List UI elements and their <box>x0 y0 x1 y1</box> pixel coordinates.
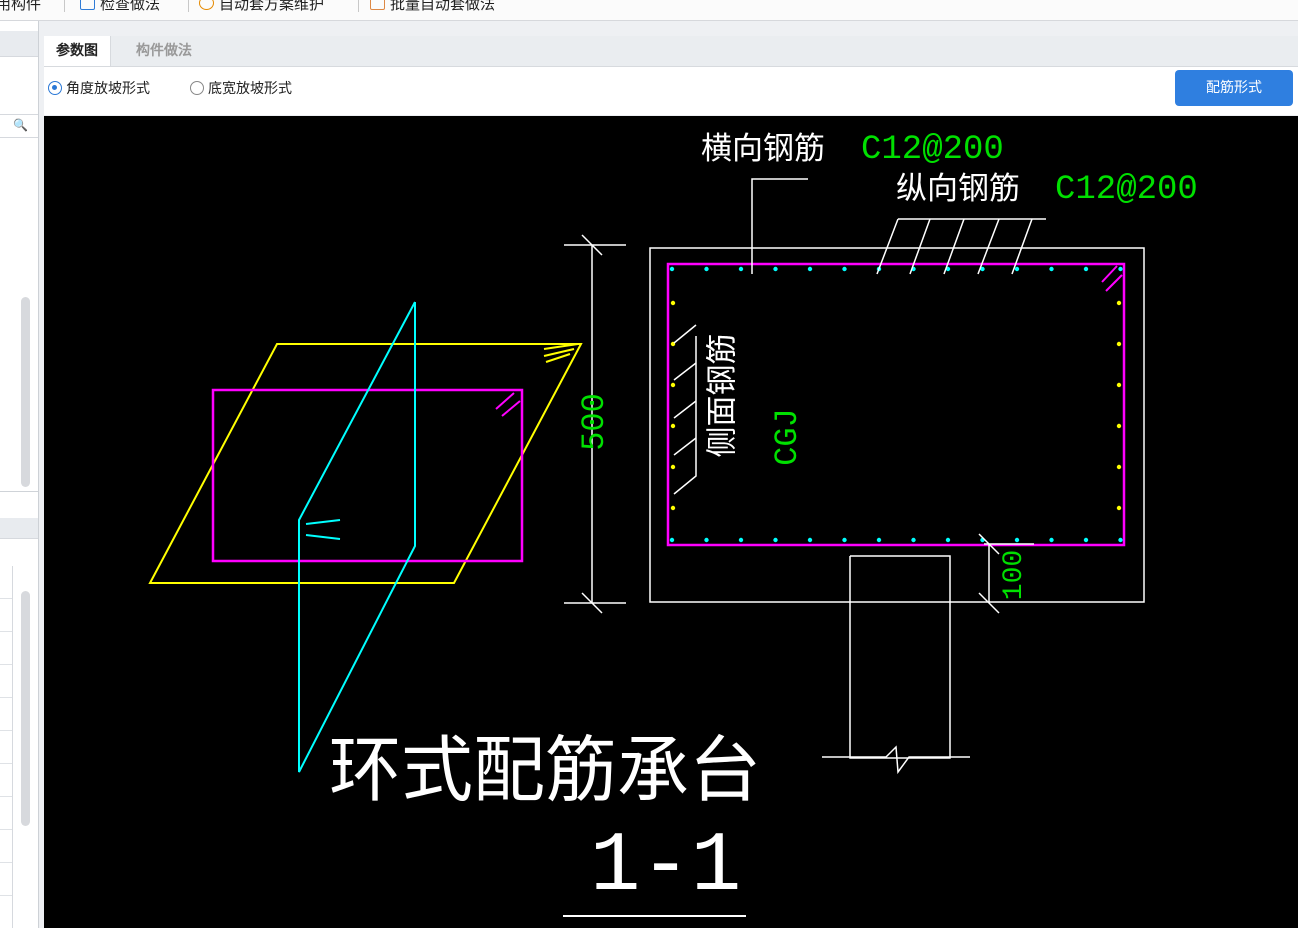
rebar-dot <box>773 537 778 543</box>
rebar-dot <box>670 300 676 306</box>
gear-icon <box>199 0 214 10</box>
toolbar-separator <box>64 0 65 12</box>
rebar-dot <box>876 537 882 543</box>
horizontal-rebar-value: C12@200 <box>861 131 1004 169</box>
rebar-dot <box>1049 266 1054 272</box>
longitudinal-rebar-value: C12@200 <box>1055 171 1198 209</box>
slope-hatch <box>543 343 579 363</box>
rebar-dot <box>807 537 813 543</box>
toolbar-item-component[interactable]: 用构件 <box>0 0 41 14</box>
rebar-dot <box>842 537 847 543</box>
rebar-dot <box>1116 464 1122 470</box>
slope-outline <box>148 343 583 584</box>
section-tick <box>305 519 341 540</box>
toolbar-item-label: 批量自动套做法 <box>390 0 496 13</box>
leader-lines <box>673 178 1046 495</box>
left-panel-header-2 <box>0 518 38 539</box>
radio-selected-icon[interactable] <box>48 81 62 95</box>
rebar-dot <box>738 266 744 272</box>
radio-unselected-icon[interactable] <box>190 81 204 95</box>
ring-hook <box>495 392 521 417</box>
rebar-dot <box>738 537 744 543</box>
toolbar: 用构件 检查做法 自动套方案维护 批量自动套做法 <box>0 0 1298 21</box>
rebar-dot <box>1116 300 1122 306</box>
side-rebar-value: CGJ <box>768 408 806 466</box>
dimension-height: 500 <box>575 393 613 451</box>
rebar-dot <box>669 537 675 543</box>
left-panel-header <box>0 31 38 57</box>
left-panel-scrollbar[interactable] <box>21 297 30 487</box>
break-line <box>822 745 970 775</box>
toolbar-separator <box>358 0 359 12</box>
check-icon <box>80 0 95 10</box>
toolbar-separator <box>188 0 189 12</box>
rebar-dot <box>807 266 813 272</box>
tab-bar: 参数图 构件做法 <box>44 36 1298 67</box>
rebar-dot <box>670 382 676 388</box>
cap-outline <box>649 247 1145 603</box>
rebar-dot <box>842 266 847 272</box>
section-plane <box>298 301 416 773</box>
rebar-dot <box>669 266 675 272</box>
rebar-dot <box>1014 266 1020 272</box>
toolbar-item-label: 用构件 <box>0 0 42 13</box>
rebar-dot <box>670 423 676 429</box>
rebar-dot <box>945 537 951 543</box>
rebar-dot <box>1049 537 1054 543</box>
rebar-dot <box>1116 341 1122 347</box>
rebar-dot <box>1116 423 1122 429</box>
left-panel-grid <box>0 566 13 928</box>
side-rebar-label: 侧面钢筋 <box>704 333 741 458</box>
pile-outline <box>849 555 951 759</box>
batch-auto-method-button[interactable]: 批量自动套做法 <box>370 0 495 14</box>
ring-rebar-3d <box>211 388 524 563</box>
longitudinal-rebar-label: 纵向钢筋 <box>896 171 1020 207</box>
left-panel: 🔍 <box>0 21 39 928</box>
radio-label: 角度放坡形式 <box>66 81 150 97</box>
option-bar: 角度放坡形式 底宽放坡形式 配筋形式 <box>44 67 1298 115</box>
rebar-dot <box>911 537 916 543</box>
rebar-dot <box>1083 266 1089 272</box>
rebar-dot <box>670 505 676 511</box>
drawing-svg <box>148 178 1145 917</box>
rebar-dot <box>1118 266 1123 272</box>
rebar-form-button[interactable]: 配筋形式 <box>1175 70 1293 106</box>
left-panel-divider <box>0 491 38 492</box>
drawing-canvas: 横向钢筋 C12@200 纵向钢筋 C12@200 侧面钢筋 CGJ 500 1… <box>44 116 1298 928</box>
rebar-dot <box>1116 505 1122 511</box>
auto-scheme-button[interactable]: 自动套方案维护 <box>199 0 324 14</box>
rebar-dot <box>704 266 709 272</box>
radio-bottom-width-slope[interactable]: 底宽放坡形式 <box>190 79 292 97</box>
horizontal-rebar-label: 横向钢筋 <box>701 131 825 167</box>
rebar-dot <box>704 537 709 543</box>
rebar-dot <box>670 464 676 470</box>
section-hook <box>1101 265 1123 292</box>
rebar-dot <box>773 266 778 272</box>
tab-component-method[interactable]: 构件做法 <box>136 43 192 59</box>
tab-param-diagram[interactable]: 参数图 <box>44 36 111 66</box>
radio-label: 底宽放坡形式 <box>208 81 292 97</box>
toolbar-item-label: 自动套方案维护 <box>219 0 325 13</box>
toolbar-item-label: 检查做法 <box>100 0 161 13</box>
left-panel-search[interactable]: 🔍 <box>0 114 38 138</box>
drawing-title: 环式配筋承台 <box>329 728 762 812</box>
rebar-dot <box>1014 537 1020 543</box>
left-panel-scrollbar-2[interactable] <box>21 591 30 826</box>
dimension-embed: 100 <box>999 549 1031 601</box>
search-icon[interactable]: 🔍 <box>13 118 28 132</box>
radio-angle-slope[interactable]: 角度放坡形式 <box>48 79 150 97</box>
rebar-dot <box>980 266 985 272</box>
ring-rebar-section <box>666 262 1126 547</box>
dimension-lines <box>564 234 1034 614</box>
check-method-button[interactable]: 检查做法 <box>80 0 160 14</box>
rebar-dot <box>1083 537 1089 543</box>
section-number: 1-1 <box>590 820 742 915</box>
rebar-dot <box>1118 537 1123 543</box>
batch-icon <box>370 0 385 10</box>
rebar-dot <box>1116 382 1122 388</box>
